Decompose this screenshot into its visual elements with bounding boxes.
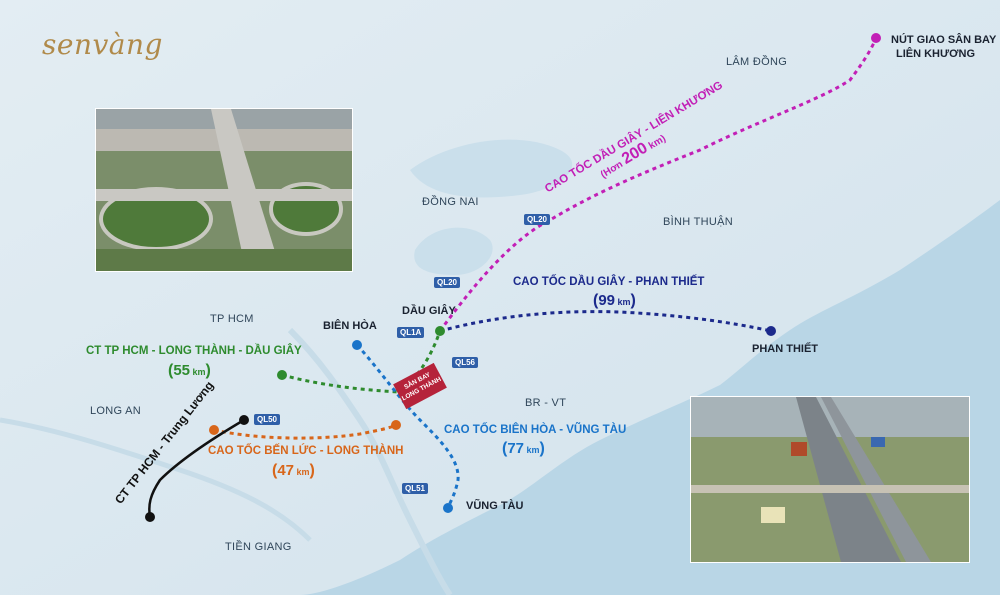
node-hcm-tl-start: [239, 415, 249, 425]
route-line-dau-giay-phan-thiet: [439, 310, 772, 333]
route-len-bllt-close: ): [309, 462, 315, 479]
node-bien-hoa: [352, 340, 362, 350]
route-len-hcmltdg: (55 km): [168, 362, 211, 380]
route-len-hcmltdg-unit: km: [190, 367, 206, 377]
photo-interchange: [95, 108, 353, 272]
node-vung-tau: [443, 503, 453, 513]
route-name-hcmltdg: CT TP HCM - LONG THÀNH - DẦU GIÂY: [86, 345, 302, 357]
city-lien-khuong-line1: NÚT GIAO SÂN BAY: [891, 34, 997, 46]
city-vung-tau: VŨNG TÀU: [466, 500, 524, 512]
node-long-thanh-east: [391, 420, 401, 430]
node-dau-giay: [435, 326, 445, 336]
route-name-bhvt: CAO TỐC BIÊN HÒA - VŨNG TÀU: [444, 424, 627, 436]
region-long-an: LONG AN: [90, 405, 142, 417]
route-name-bllt: CAO TỐC BẾN LỨC - LONG THÀNH: [208, 445, 404, 457]
road-tag-ql50: QL50: [254, 414, 281, 425]
route-len-dgpt-unit: km: [615, 297, 631, 307]
road-tag-ql20-north: QL20: [524, 214, 551, 225]
route-len-bhvt: (77 km): [502, 440, 545, 458]
node-ben-luc: [209, 425, 219, 435]
route-len-bllt-value: 47: [277, 462, 295, 479]
route-len-bhvt-value: 77: [507, 440, 525, 457]
region-binh-thuan: BÌNH THUẬN: [663, 216, 734, 228]
route-len-dgpt: (99 km): [593, 292, 636, 310]
logo: senvàng: [42, 28, 163, 61]
route-len-bllt-unit: km: [294, 467, 310, 477]
route-line-hcm-trung-luong: [148, 418, 245, 518]
route-line-ben-luc-long-thanh: [213, 423, 397, 440]
node-trung-luong: [145, 512, 155, 522]
city-lien-khuong-line2: LIÊN KHƯƠNG: [896, 48, 976, 60]
route-len-bhvt-close: ): [539, 440, 545, 457]
lake: [410, 139, 573, 198]
region-br-vt: BR - VT: [525, 397, 567, 409]
road-tag-ql20-south: QL20: [434, 277, 461, 288]
route-name-dgpt: CAO TỐC DẦU GIÂY - PHAN THIẾT: [513, 276, 705, 288]
route-line-hcm-long-thanh: [281, 330, 442, 394]
node-lien-khuong: [871, 33, 881, 43]
route-len-hcmltdg-open: (: [168, 362, 174, 379]
route-len-hcmltdg-close: ): [205, 362, 211, 379]
region-lam-dong: LÂM ĐỒNG: [726, 56, 788, 68]
route-len-bhvt-open: (: [502, 440, 508, 457]
road-tag-ql1a: QL1A: [397, 327, 425, 338]
photo-highway: [690, 396, 970, 563]
route-len-bllt: (47 km): [272, 462, 315, 480]
route-len-hcmltdg-value: 55: [173, 362, 191, 379]
city-dau-giay: DẦU GIÂY: [402, 305, 456, 317]
city-bien-hoa: BIÊN HÒA: [323, 320, 377, 332]
node-phan-thiet: [766, 326, 776, 336]
route-line-bien-hoa-vung-tau: [355, 343, 460, 509]
city-phan-thiet: PHAN THIẾT: [752, 343, 818, 355]
node-hcm: [277, 370, 287, 380]
region-tien-giang: TIỀN GIANG: [225, 541, 292, 553]
lake: [414, 227, 493, 275]
route-len-dgpt-value: 99: [598, 292, 616, 309]
route-len-dgpt-close: ): [630, 292, 636, 309]
river: [287, 327, 453, 595]
road-tag-ql56: QL56: [452, 357, 479, 368]
route-line-dau-giay-lien-khuong: [438, 37, 878, 332]
route-len-bhvt-unit: km: [524, 445, 540, 455]
river: [0, 417, 312, 542]
route-len-bllt-open: (: [272, 462, 278, 479]
road-tag-ql51: QL51: [402, 483, 429, 494]
region-tp-hcm: TP HCM: [210, 313, 254, 325]
route-len-dgpt-open: (: [593, 292, 599, 309]
region-dong-nai: ĐỒNG NAI: [422, 196, 479, 208]
